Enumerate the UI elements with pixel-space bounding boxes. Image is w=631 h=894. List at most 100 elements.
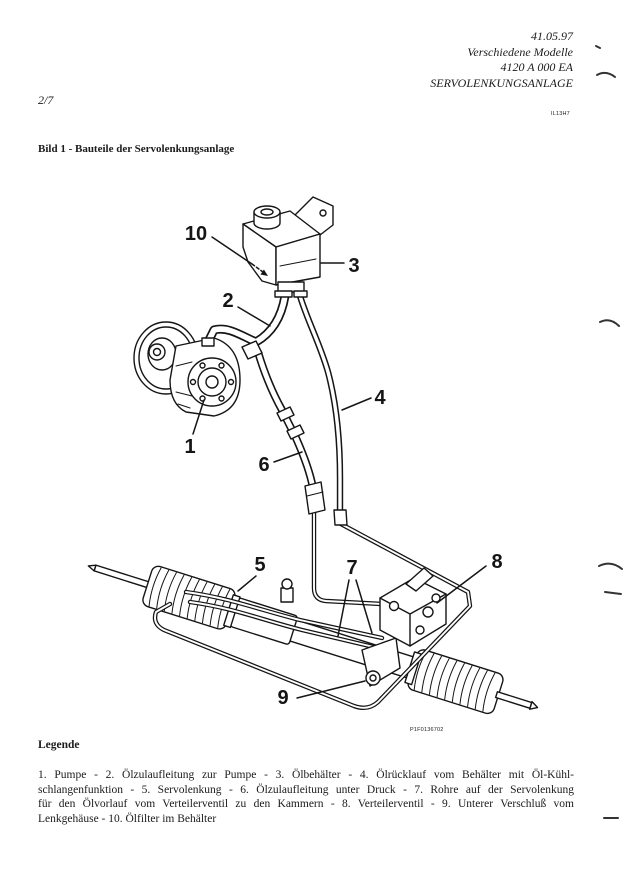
legend-heading: Legende bbox=[38, 739, 80, 751]
hose-core bbox=[255, 351, 316, 489]
scan-mark bbox=[596, 71, 616, 78]
pump-outlet-fitting bbox=[241, 340, 263, 360]
left-tie-rod bbox=[93, 564, 152, 590]
rack-tubes bbox=[183, 589, 385, 651]
reservoir-cap-center bbox=[260, 208, 274, 216]
cover-bolt bbox=[199, 362, 206, 369]
scan-mark bbox=[595, 45, 601, 49]
rack-tube bbox=[230, 600, 422, 681]
tube-core bbox=[189, 601, 379, 649]
pump-cover-ring bbox=[197, 367, 227, 397]
reference-code: IL13H7 bbox=[551, 111, 570, 117]
right-bellow-ridges bbox=[413, 650, 496, 712]
callout-2: 2 bbox=[222, 290, 233, 312]
bleed-fitting bbox=[280, 578, 294, 603]
left-bellow-ridges bbox=[148, 567, 231, 629]
steering-rack bbox=[87, 564, 539, 715]
callout-6: 6 bbox=[258, 454, 269, 476]
leader-line-10 bbox=[211, 236, 253, 265]
pipe-core bbox=[154, 523, 471, 709]
document-header: 41.05.97 Verschiedene Modelle 4120 A 000… bbox=[430, 29, 573, 91]
pulley-inner bbox=[147, 337, 177, 371]
callout-1: 1 bbox=[184, 436, 195, 458]
fitting-nut bbox=[281, 578, 293, 590]
pipe-outline bbox=[311, 509, 385, 607]
reservoir-side bbox=[275, 233, 321, 286]
pressure-hose bbox=[254, 350, 326, 515]
port-fitting bbox=[431, 593, 441, 603]
header-subject: SERVOLENKUNGSANLAGE bbox=[430, 75, 573, 90]
lower-plug bbox=[365, 670, 381, 686]
reservoir-cap-top bbox=[253, 205, 281, 219]
callout-10: 10 bbox=[185, 223, 207, 245]
pump-rear-cover bbox=[187, 357, 237, 407]
right-clamp bbox=[404, 651, 422, 686]
reservoir-front bbox=[242, 223, 277, 286]
arrowhead-icon bbox=[260, 269, 268, 276]
callouts: 1 2 3 4 5 6 7 8 9 10 bbox=[184, 223, 502, 709]
leader-line-7a bbox=[337, 579, 350, 637]
legend-line: Lenkgehäuse - 10. Ölfilter im Behälter bbox=[38, 812, 217, 825]
scan-mark bbox=[598, 562, 623, 570]
hose-ring bbox=[286, 424, 305, 440]
pump bbox=[133, 321, 263, 417]
callout-3: 3 bbox=[348, 255, 359, 277]
reservoir-bracket bbox=[293, 196, 334, 236]
callout-8: 8 bbox=[491, 551, 502, 573]
right-tie-rod bbox=[494, 691, 533, 709]
cover-bolt bbox=[199, 395, 206, 402]
pressure-pipe bbox=[311, 509, 385, 607]
return-cooling-pipe bbox=[152, 521, 473, 710]
leader-lines bbox=[192, 236, 487, 699]
callout-7: 7 bbox=[346, 557, 357, 579]
leader-line-4 bbox=[341, 397, 372, 411]
reservoir-cap-body bbox=[253, 211, 281, 230]
pulley-hub-center bbox=[152, 347, 162, 357]
pulley-outer bbox=[133, 321, 199, 395]
return-hose bbox=[296, 295, 348, 526]
fitting-body bbox=[280, 587, 294, 603]
legend-line: schlangenfunktion - 5. Servolenkung - 6.… bbox=[38, 783, 574, 796]
feed-hose bbox=[203, 295, 290, 347]
leader-line-6 bbox=[273, 451, 303, 463]
hose-clamp bbox=[293, 290, 308, 298]
cover-bolt bbox=[227, 378, 235, 386]
valve-body bbox=[379, 577, 447, 647]
hose-outline bbox=[203, 295, 290, 347]
left-clamp bbox=[223, 594, 241, 629]
scan-mark bbox=[599, 319, 620, 327]
distributor-valve bbox=[379, 567, 447, 647]
pipe-core bbox=[313, 511, 383, 605]
tube-outline bbox=[183, 589, 385, 641]
hose-connector bbox=[304, 481, 326, 515]
legend-line: für den Ölvorlauf vom Verteilerventil zu… bbox=[38, 798, 574, 810]
cover-bolt bbox=[218, 395, 225, 402]
connector-ring bbox=[306, 491, 324, 497]
pump-ribs bbox=[175, 361, 193, 409]
callout-5: 5 bbox=[254, 554, 265, 576]
hose-outline bbox=[296, 295, 344, 512]
pulley-hub-nut bbox=[148, 343, 166, 361]
reservoir-outlet bbox=[277, 281, 305, 293]
pump-shaft-cap bbox=[205, 375, 219, 389]
valve-edges bbox=[379, 593, 447, 647]
hose-core bbox=[298, 295, 342, 512]
lower-plug-center bbox=[369, 674, 377, 682]
input-shaft bbox=[405, 567, 434, 592]
right-tie-rod-tip bbox=[528, 700, 539, 710]
scan-marks bbox=[595, 45, 623, 819]
oil-reservoir bbox=[242, 196, 334, 298]
tube-outline bbox=[187, 599, 381, 651]
figure-image-code: P1F0136702 bbox=[410, 727, 444, 733]
pulley-groove bbox=[138, 326, 194, 390]
housing-body bbox=[361, 637, 401, 687]
scan-mark bbox=[604, 591, 622, 595]
reservoir-level-mark bbox=[279, 258, 317, 267]
leader-line-5 bbox=[237, 575, 257, 592]
hose-ring bbox=[276, 406, 295, 422]
cylinder-housing bbox=[229, 597, 298, 645]
callout-9: 9 bbox=[277, 687, 288, 709]
leader-line-2 bbox=[237, 306, 271, 327]
